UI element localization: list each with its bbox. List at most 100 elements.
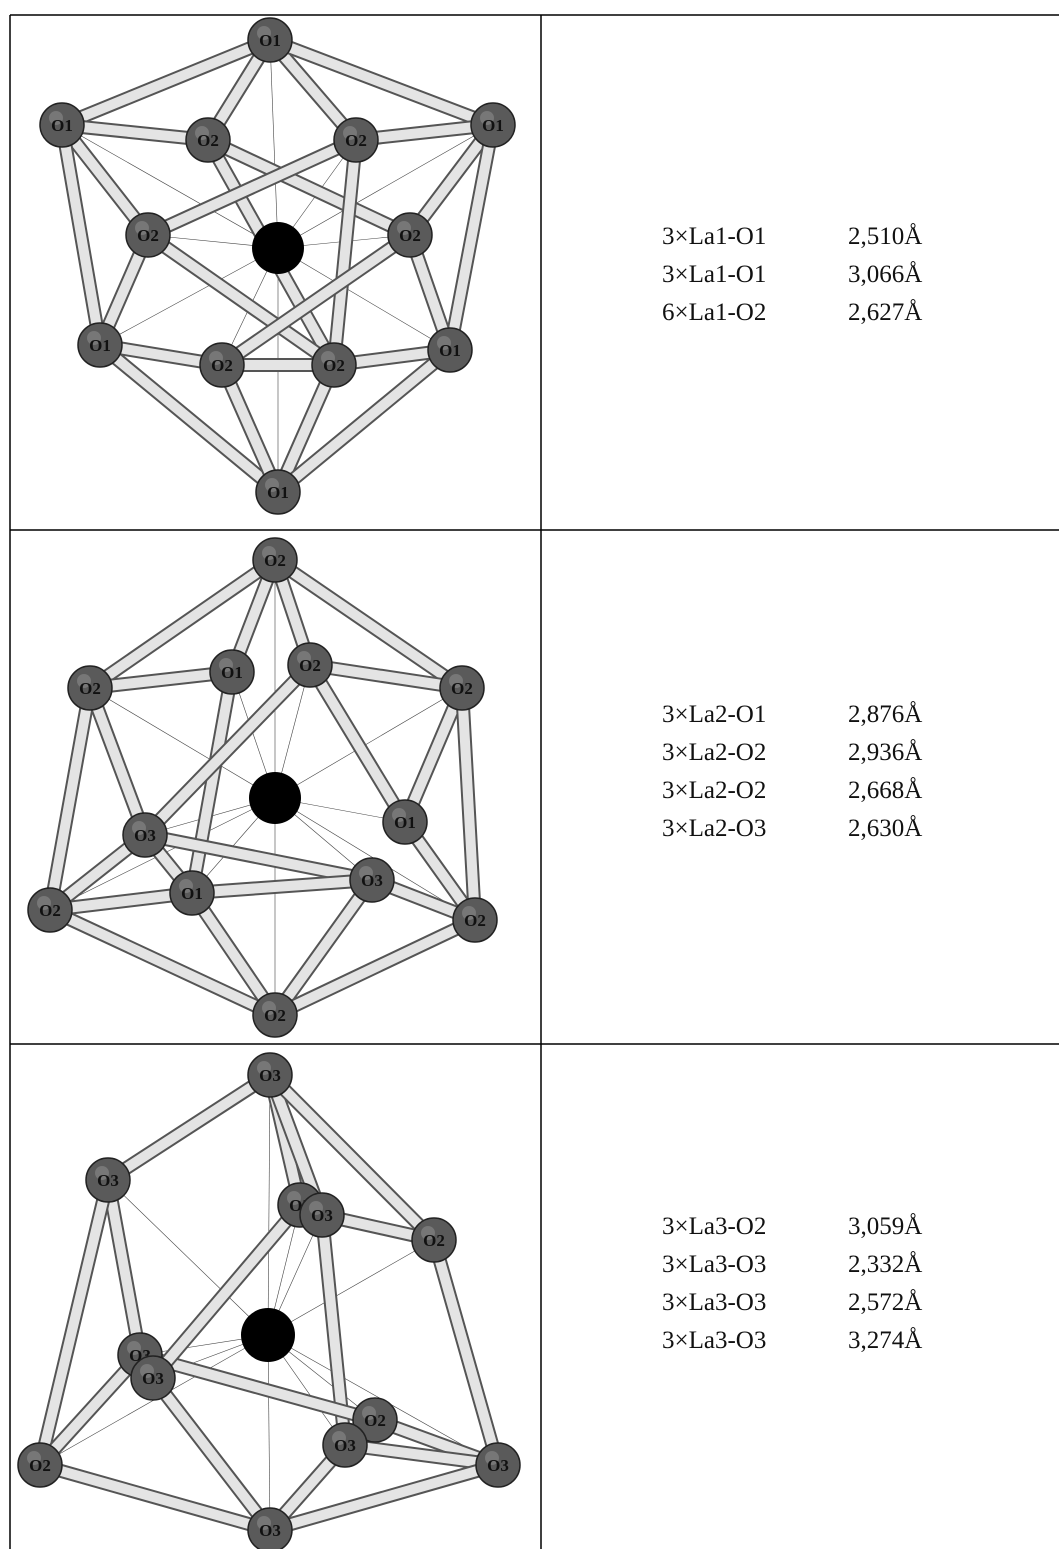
bond-rod: [400, 683, 467, 827]
bond-distance: 2,668Å: [848, 777, 923, 804]
bond-rod: [445, 120, 498, 355]
atom-highlight: [265, 478, 279, 492]
bond-rod: [305, 660, 467, 693]
bond-distance: 2,627Å: [848, 299, 923, 326]
atom-label: O2: [323, 356, 345, 375]
atom-label: O1: [439, 341, 461, 360]
atom-highlight: [257, 26, 271, 40]
bond-rod: [140, 660, 315, 840]
bond-rod: [217, 230, 415, 370]
bond-label: 3×La2-O1: [662, 701, 767, 728]
atom-highlight: [95, 1166, 109, 1180]
atom-highlight: [362, 1406, 376, 1420]
atom-highlight: [127, 1341, 141, 1355]
bond-label: 3×La3-O2: [662, 1213, 767, 1240]
atom-label: O3: [311, 1206, 333, 1225]
bond-rod: [35, 1460, 275, 1535]
bond-rod: [45, 905, 280, 1020]
bond-rod: [57, 35, 275, 130]
bond-rod: [140, 830, 377, 885]
bond-distance: 3,059Å: [848, 1213, 923, 1240]
atom-highlight: [37, 896, 51, 910]
atom-label: O2: [364, 1411, 386, 1430]
spoke-line: [277, 247, 451, 351]
la-atom: [241, 1308, 295, 1362]
spoke-line: [99, 247, 279, 346]
atom-label: O1: [51, 116, 73, 135]
bond-label: 3×La2-O2: [662, 739, 767, 766]
bond-rod: [273, 360, 339, 497]
atom-highlight: [321, 351, 335, 365]
spoke-line: [107, 1179, 269, 1336]
atom-highlight: [462, 906, 476, 920]
bond-rod: [203, 135, 415, 240]
bond-rod: [270, 875, 377, 1020]
atom-highlight: [287, 1191, 301, 1205]
la-atom: [252, 222, 304, 274]
atom-highlight: [437, 336, 451, 350]
atom-highlight: [140, 1364, 154, 1378]
atom-label: O2: [451, 679, 473, 698]
bond-rod: [187, 875, 377, 898]
atom-highlight: [332, 1431, 346, 1445]
bond-rod: [57, 120, 213, 145]
bond-rod: [187, 667, 237, 898]
bond-rod: [45, 683, 95, 915]
atom-highlight: [132, 821, 146, 835]
atom-label: O1: [89, 336, 111, 355]
bond-rod: [187, 888, 280, 1020]
atom-highlight: [195, 126, 209, 140]
atom-highlight: [179, 879, 193, 893]
bond-rod: [265, 35, 498, 130]
bond-label: 6×La1-O2: [662, 299, 767, 326]
atom-highlight: [209, 351, 223, 365]
atom-label: O2: [423, 1231, 445, 1250]
atom-label: O1: [482, 116, 504, 135]
atom-label: O1: [267, 483, 289, 502]
atom-label: O2: [29, 1456, 51, 1475]
bond-distance: 2,876Å: [848, 701, 923, 728]
spoke-line: [267, 1074, 271, 1336]
atom-label: O2: [345, 131, 367, 150]
bond-rod: [143, 135, 361, 240]
atom-highlight: [421, 1226, 435, 1240]
bond-distance: 2,630Å: [848, 815, 923, 842]
atom-label: O3: [134, 826, 156, 845]
atom-label: O2: [264, 551, 286, 570]
spoke-line: [61, 124, 279, 249]
atom-label: O2: [39, 901, 61, 920]
bond-rod: [457, 683, 480, 925]
bond-rod: [429, 1235, 503, 1470]
atom-label: O2: [197, 131, 219, 150]
bond-label: 3×La3-O3: [662, 1327, 767, 1354]
bond-rod: [405, 120, 498, 240]
bond-rod: [85, 683, 150, 840]
spoke-line: [277, 124, 494, 249]
bond-rod: [340, 1440, 503, 1470]
atom-highlight: [262, 546, 276, 560]
atom-label: O2: [399, 226, 421, 245]
bond-rod: [148, 1373, 275, 1535]
atom-label: O1: [221, 663, 243, 682]
bond-rod: [273, 345, 455, 497]
bond-rod: [148, 1200, 305, 1383]
la-atom: [249, 772, 301, 824]
atom-highlight: [135, 221, 149, 235]
atom-highlight: [77, 674, 91, 688]
bond-distance: 2,572Å: [848, 1289, 923, 1316]
spoke-line: [267, 1239, 435, 1336]
atom-highlight: [49, 111, 63, 125]
atom-label: O1: [181, 884, 203, 903]
bond-distance: 2,510Å: [848, 223, 923, 250]
atom-highlight: [359, 866, 373, 880]
atom-highlight: [297, 651, 311, 665]
atom-label: O2: [299, 656, 321, 675]
atom-label: O2: [79, 679, 101, 698]
bond-rod: [35, 1350, 145, 1470]
spoke-line: [267, 1334, 271, 1531]
bond-rod: [265, 1070, 439, 1245]
atom-label: O3: [487, 1456, 509, 1475]
bond-rod: [45, 888, 197, 915]
spoke-line: [269, 39, 279, 249]
